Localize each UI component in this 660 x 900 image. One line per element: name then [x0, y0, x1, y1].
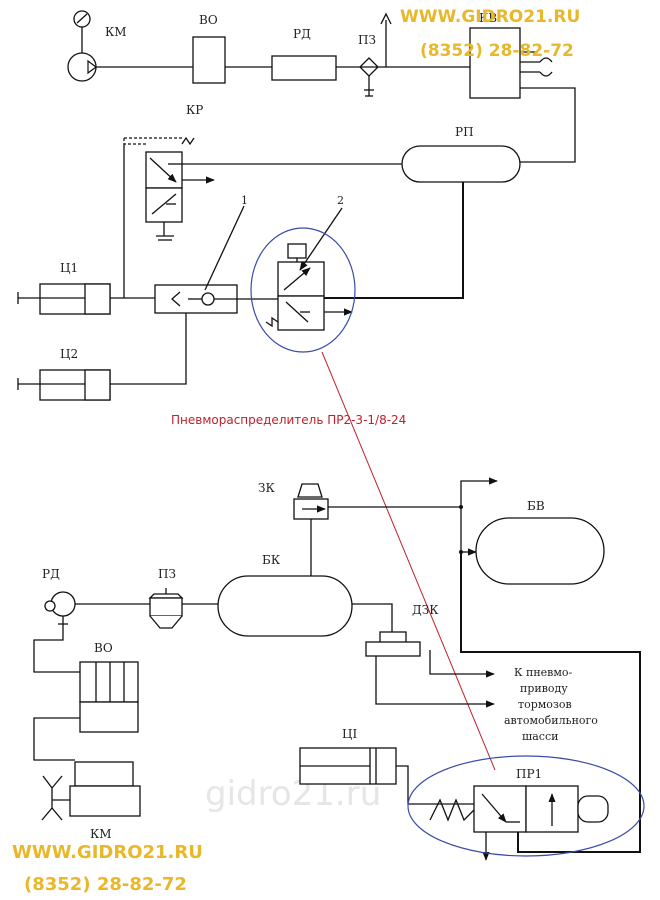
label-pz-top: ПЗ	[358, 33, 376, 47]
distributor-pr1	[429, 785, 609, 861]
pressure-regulator-rd	[271, 55, 337, 81]
manometer-symbol	[73, 10, 91, 53]
control-valve-kv	[469, 27, 521, 99]
label-bv-bottom: БВ	[527, 499, 545, 513]
label-rd-top: РД	[293, 27, 311, 41]
brake-note-line-1: К пневмо-	[514, 666, 573, 679]
antifreeze-pz	[359, 57, 379, 97]
highlight-ellipse-top	[250, 227, 356, 353]
label-kv-top: КВ	[479, 11, 497, 25]
top-scheme: КМ ВО РД ПЗ КВ WWW.GIDRO21.RU (8352) 28-…	[17, 7, 580, 401]
label-ci-bottom: ЦI	[342, 727, 357, 741]
label-1: 1	[241, 194, 248, 207]
valve-dzk	[365, 631, 421, 657]
brake-note-line-2: приводу	[520, 682, 568, 695]
brake-note-line-5: шасси	[522, 730, 558, 743]
brand-url-top: WWW.GIDRO21.RU	[400, 7, 580, 27]
brand-phone-bottom: (8352) 28-82-72	[24, 874, 187, 895]
brake-note-line-3: тормозов	[518, 698, 572, 711]
compressor-symbol	[67, 52, 97, 82]
label-c2-top: Ц2	[60, 347, 78, 361]
label-vo-bottom: ВО	[94, 641, 113, 655]
valve-zk	[293, 483, 329, 576]
oil-separator-vo	[192, 36, 226, 84]
callout-label: Пневмораспределитель ПР2-3-1/8-24	[171, 413, 406, 427]
label-c1-top: Ц1	[60, 261, 78, 275]
bottom-scheme: ЗК БВ РД ПЗ БК	[33, 477, 645, 861]
label-zk-bottom: ЗК	[258, 481, 275, 495]
crane-valve-kr	[123, 136, 215, 241]
pressure-regulator-rd-bottom	[44, 591, 76, 625]
label-dzk-bottom: ДЗК	[412, 603, 439, 617]
label-kr-top: КР	[186, 103, 203, 117]
brand-url-bottom: WWW.GIDRO21.RU	[12, 842, 203, 863]
label-rd-bottom: РД	[42, 567, 60, 581]
cylinder-c2	[17, 369, 111, 401]
oil-separator-vo-bottom	[79, 661, 139, 733]
label-rp-top: РП	[455, 125, 474, 139]
label-2: 2	[337, 194, 344, 207]
distributor-pr2	[265, 207, 353, 331]
cylinder-ci	[299, 747, 397, 785]
receiver-rp	[401, 145, 521, 183]
antifreeze-pz-bottom	[148, 588, 184, 629]
receiver-bk	[217, 575, 353, 637]
highlight-ellipse-bottom	[407, 755, 645, 857]
receiver-bv	[475, 517, 605, 585]
label-vo-top: ВО	[199, 13, 218, 27]
cylinder-c1	[17, 283, 111, 315]
brake-note-line-4: автомобильного	[504, 714, 598, 727]
label-km-top: КМ	[105, 25, 127, 39]
compressor-km-bottom	[41, 761, 141, 821]
label-pz-bottom: ПЗ	[158, 567, 176, 581]
label-km-bottom: КМ	[90, 827, 112, 841]
label-pr1-bottom: ПР1	[516, 767, 542, 781]
callout-leader	[321, 351, 496, 771]
brand-phone-top: (8352) 28-82-72	[420, 41, 574, 61]
label-bk-bottom: БК	[262, 553, 281, 567]
shuttle-valve-1	[154, 284, 238, 314]
